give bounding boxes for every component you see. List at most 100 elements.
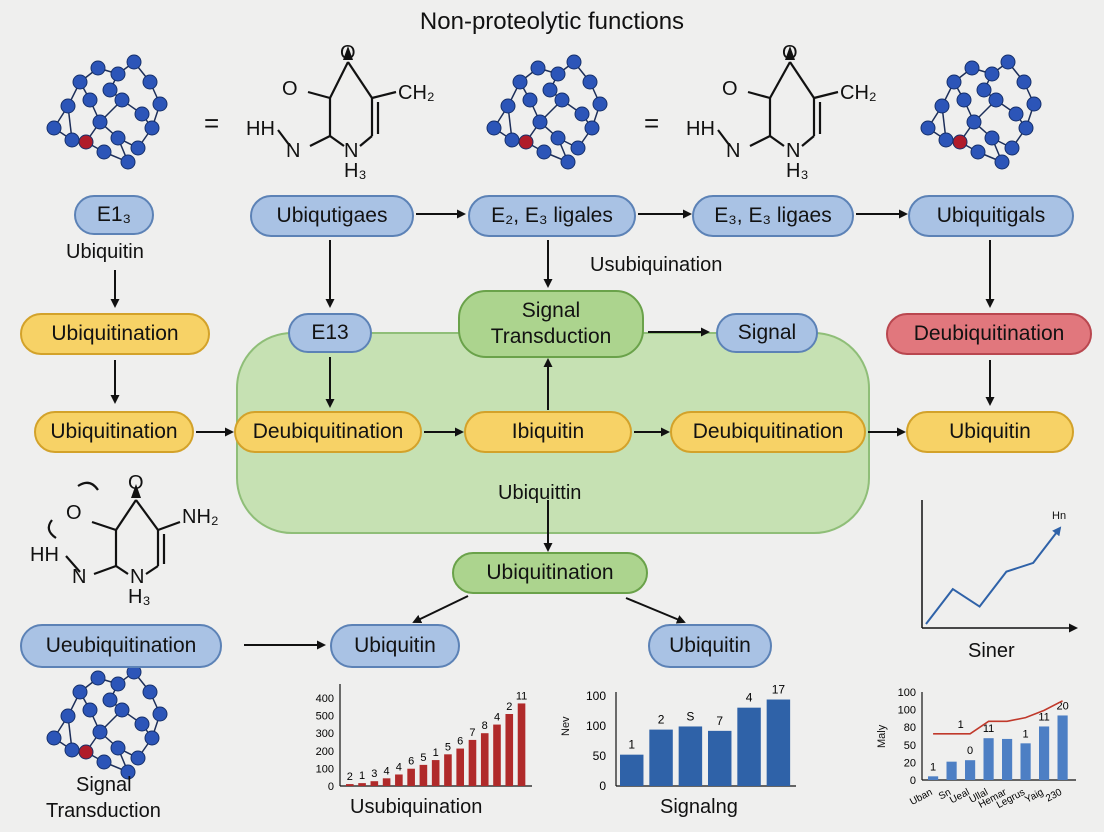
- atom-label: H₃: [128, 586, 151, 608]
- chart4-bar: [965, 760, 976, 780]
- chart1-ytick: 500: [316, 711, 334, 723]
- node-deubiquitination-red[interactable]: Deubiquitination: [886, 313, 1092, 355]
- chart4-ytick: 80: [904, 722, 916, 734]
- chart2-bar: [708, 730, 732, 786]
- signal-transduction-label-line1: Signal: [76, 774, 132, 796]
- node-ubiquitigales[interactable]: Ubiquitigals: [908, 195, 1074, 237]
- node-signal-transduction[interactable]: Signal Transduction: [458, 290, 644, 358]
- node-ueubiquitination[interactable]: Ueubiquitination: [20, 624, 222, 668]
- node-signal-transduction-line2: Transduction: [490, 325, 612, 348]
- chart4-bar: [1020, 743, 1031, 780]
- chart4-trend-line: [933, 700, 1063, 735]
- node-ubiquitin-bottom-1[interactable]: Ubiquitin: [330, 624, 460, 668]
- chart1-data-label: 4: [384, 765, 390, 777]
- atom-label: CH₂: [840, 82, 877, 104]
- chart1-bar: [358, 783, 366, 786]
- chart4-category-label: Yaig: [1023, 787, 1045, 806]
- chart2-data-label: 7: [716, 714, 723, 728]
- chart1-data-label: 8: [482, 720, 488, 732]
- chart1-bar: [456, 748, 465, 786]
- node-ubiquitination-1[interactable]: Ubiquitination: [20, 313, 210, 355]
- chart2-ytick: 0: [599, 779, 606, 793]
- chart2-bar: [620, 754, 644, 786]
- node-deubiquitination-2[interactable]: Deubiquitination: [670, 411, 866, 453]
- chart2-data-label: 4: [746, 691, 753, 705]
- atom-label: NH₂: [182, 506, 219, 528]
- chart1-data-label: 2: [506, 701, 512, 713]
- chart1-ytick: 100: [316, 763, 334, 775]
- chart4-ytick: 100: [898, 687, 916, 699]
- chart1-bar: [480, 733, 489, 786]
- chart4-data-label: 1: [930, 761, 936, 773]
- chart1-ytick: 300: [316, 728, 334, 740]
- chart1-bar: [468, 739, 477, 786]
- chart1-data-label: 2: [347, 771, 353, 783]
- atom-label: HH: [246, 118, 275, 140]
- chart1-bar: [431, 760, 440, 786]
- node-e13[interactable]: E13: [288, 313, 372, 353]
- chart4-bar: [983, 738, 994, 780]
- node-ubiquitin-right[interactable]: Ubiquitin: [906, 411, 1074, 453]
- chart4-data-label: 0: [967, 745, 973, 757]
- chart4-ytick: 50: [904, 740, 916, 752]
- chart2-bar: [737, 707, 761, 786]
- chart4-bar: [1002, 738, 1013, 780]
- chart1-data-label: 7: [469, 727, 475, 739]
- chart1-bar: [395, 774, 403, 786]
- chart3-xlabel: Siner: [968, 640, 1015, 662]
- chart3-series-label: Hn: [1052, 510, 1067, 522]
- chart1-data-label: 1: [433, 747, 439, 759]
- node-signal[interactable]: Signal: [716, 313, 818, 353]
- node-e2-e3-ligales[interactable]: E₂, E₃ ligales: [468, 195, 636, 237]
- node-signal-transduction-line1: Signal: [521, 299, 581, 322]
- atom-label: N: [72, 566, 87, 588]
- chart2-ytick: 50: [593, 749, 607, 763]
- chart2-bar: [678, 726, 703, 786]
- chart1-bar: [444, 754, 452, 786]
- node-ubiquitination-2[interactable]: Ubiquitination: [34, 411, 194, 453]
- atom-label: HH: [686, 118, 715, 140]
- atom-label: N: [786, 140, 801, 162]
- chart2-bar: [766, 699, 791, 786]
- diagram-title: Non-proteolytic functions: [419, 8, 685, 35]
- chart4-ytick: 20: [904, 757, 916, 769]
- node-ubiquitigaes[interactable]: Ubiqutigaes: [250, 195, 414, 237]
- atom-label: N: [286, 140, 301, 162]
- atom-label: N: [130, 566, 145, 588]
- chart4-category-label: 230: [1044, 787, 1064, 805]
- chart1-bar: [407, 768, 415, 786]
- node-e3-e3-ligaes[interactable]: E₃, E₃ ligaes: [692, 195, 854, 237]
- atom-label: HH: [30, 544, 59, 566]
- node-e1[interactable]: E1₃: [74, 195, 154, 235]
- node-ubiquitin-bottom-2[interactable]: Ubiquitin: [648, 624, 772, 668]
- node-ibiquitin[interactable]: Ibiquitin: [464, 411, 632, 453]
- equals-sign: =: [644, 108, 660, 138]
- chart1-ytick: 400: [316, 693, 334, 705]
- chart2-xlabel: Signalng: [660, 796, 738, 818]
- node-deubiquitination-1[interactable]: Deubiquitination: [234, 411, 422, 453]
- arrow-icon: [412, 595, 469, 624]
- atom-label: H₃: [786, 160, 809, 182]
- chart1-data-label: 6: [457, 736, 463, 748]
- chart4-data-label: 11: [983, 723, 994, 735]
- chart1-bar: [419, 764, 428, 786]
- chart1-bar: [382, 778, 391, 786]
- chart1-bar: [370, 781, 379, 786]
- chart1-bar: [505, 714, 514, 786]
- chart2-data-label: 1: [628, 738, 635, 752]
- chart1-data-label: 1: [359, 770, 365, 782]
- chart1-data-label: 3: [371, 768, 377, 780]
- atom-label: O: [128, 472, 144, 494]
- node-ubiquitination-center[interactable]: Ubiquitination: [452, 552, 648, 594]
- ubiquitin-label: Ubiquitin: [66, 241, 144, 263]
- chart1-bar: [517, 703, 526, 786]
- chart4-line-label: 1: [958, 719, 964, 731]
- chart1-data-label: 11: [516, 690, 527, 702]
